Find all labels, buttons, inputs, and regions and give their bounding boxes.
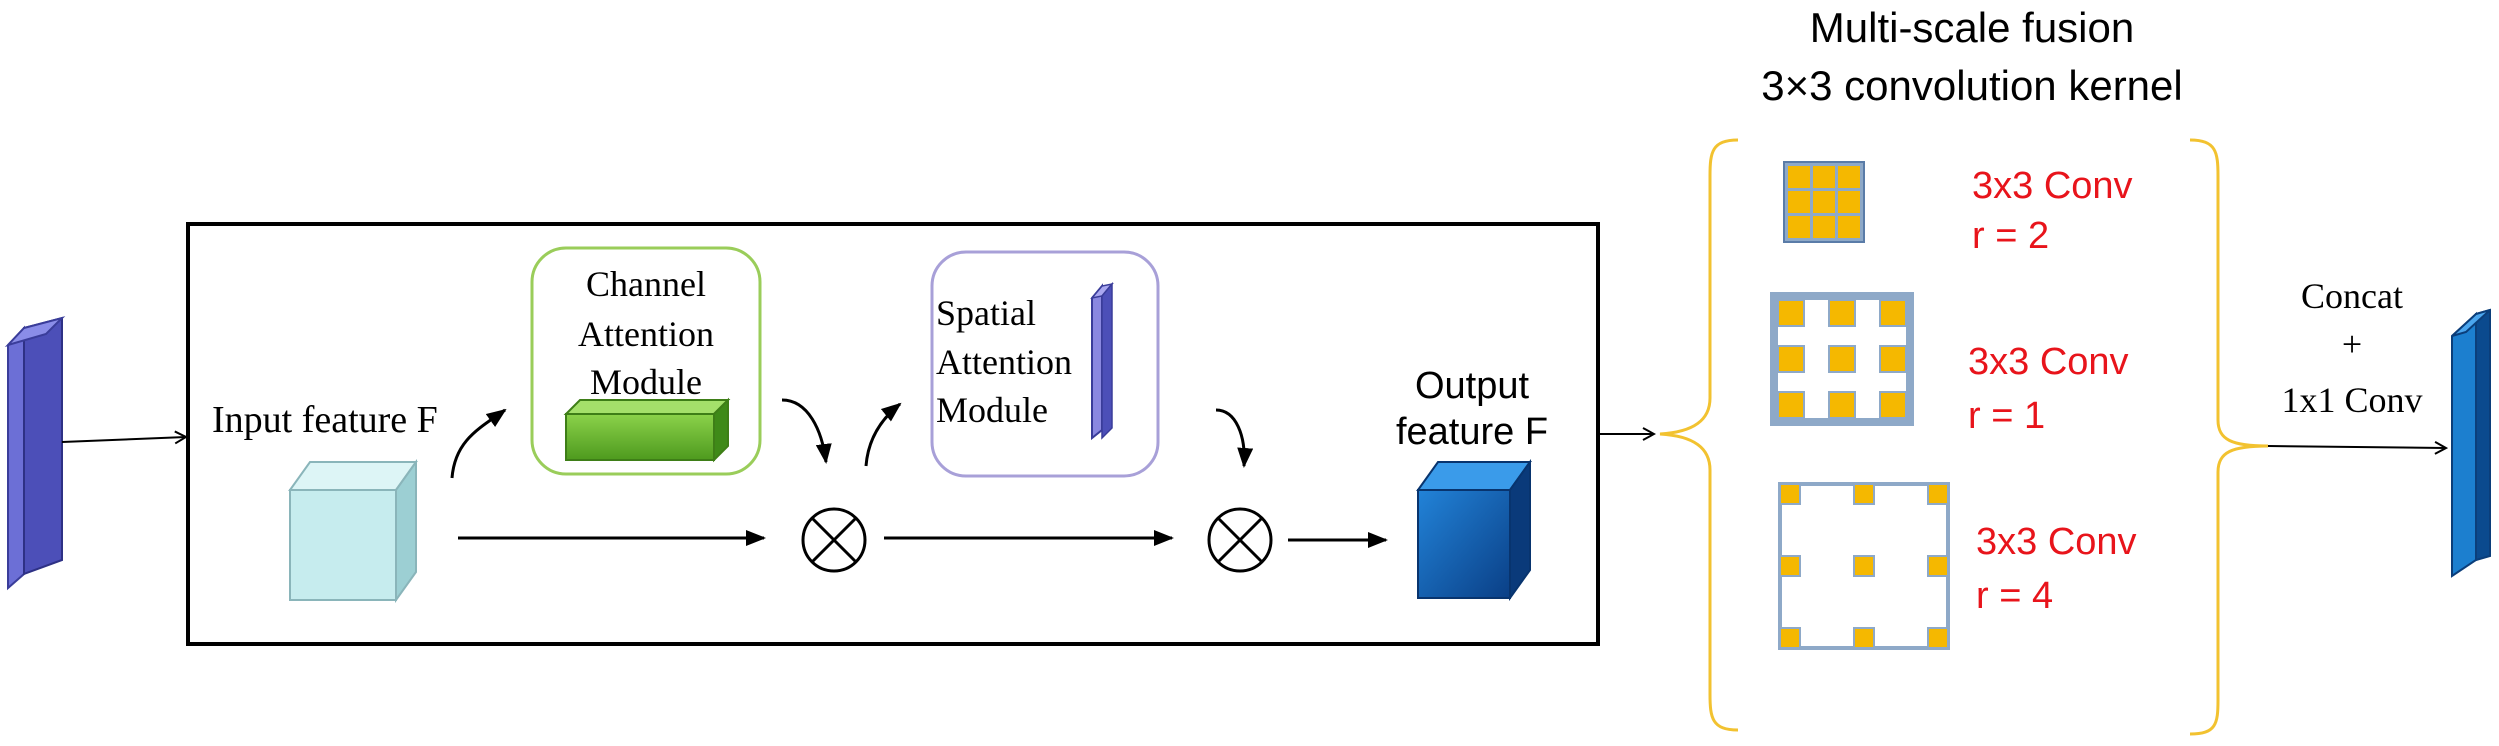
input-feature-cube: [288, 458, 418, 604]
conv-name-3: 3x3 Conv: [1976, 521, 2137, 563]
output-feature-label-line2: feature F: [1396, 411, 1548, 453]
conv-rate-1: r = 2: [1972, 215, 2049, 257]
curve-arrow-from-spatial: [1215, 408, 1254, 468]
output-feature-cube: [1416, 458, 1532, 602]
multiscale-title-line1: Multi-scale fusion: [1810, 4, 2134, 51]
input-feature-label: Input feature F: [212, 399, 438, 441]
multiply-circle-icon: [1207, 507, 1273, 573]
output-feature-label-line1: Output: [1415, 365, 1530, 407]
kernel-dilation-4: [1778, 482, 1950, 650]
multiply-circle-icon: [801, 507, 867, 573]
spatial-module-line3: Module: [936, 390, 1048, 430]
spatial-module-line1: Spatial: [936, 293, 1036, 333]
channel-module-line2: Attention: [578, 314, 714, 354]
curve-arrow-to-channel: [450, 408, 507, 479]
input-slab: [4, 316, 66, 591]
channel-module-line3: Module: [590, 362, 702, 402]
channel-attention-bar: [563, 397, 731, 463]
fusion-conv-label: 1x1 Conv: [2281, 380, 2422, 420]
right-brace: [2189, 138, 2269, 736]
conv-rate-2: r = 1: [1968, 395, 2045, 437]
input-arrow: [61, 437, 186, 442]
fusion-plus-label: +: [2342, 324, 2362, 364]
conv-rate-3: r = 4: [1976, 575, 2053, 617]
fusion-concat-label: Concat: [2301, 276, 2403, 316]
conv-name-2: 3x3 Conv: [1968, 341, 2129, 383]
curve-arrow-from-channel: [781, 398, 832, 464]
channel-module-line1: Channel: [586, 264, 706, 304]
output-slab: [2451, 308, 2491, 578]
channel-attention-module: [530, 246, 762, 476]
left-brace: [1659, 138, 1739, 732]
spatial-module-line2: Attention: [936, 342, 1072, 382]
curve-arrow-to-spatial: [864, 402, 902, 467]
spatial-attention-bar: [1090, 281, 1114, 441]
arrow-to-output-slab: [2267, 446, 2446, 448]
conv-name-1: 3x3 Conv: [1972, 165, 2133, 207]
kernel-dilation-2: [1783, 161, 1865, 243]
kernel-dilation-1: [1770, 292, 1914, 426]
multiscale-title-line2: 3×3 convolution kernel: [1761, 62, 2182, 109]
spatial-attention-module: [930, 250, 1160, 478]
